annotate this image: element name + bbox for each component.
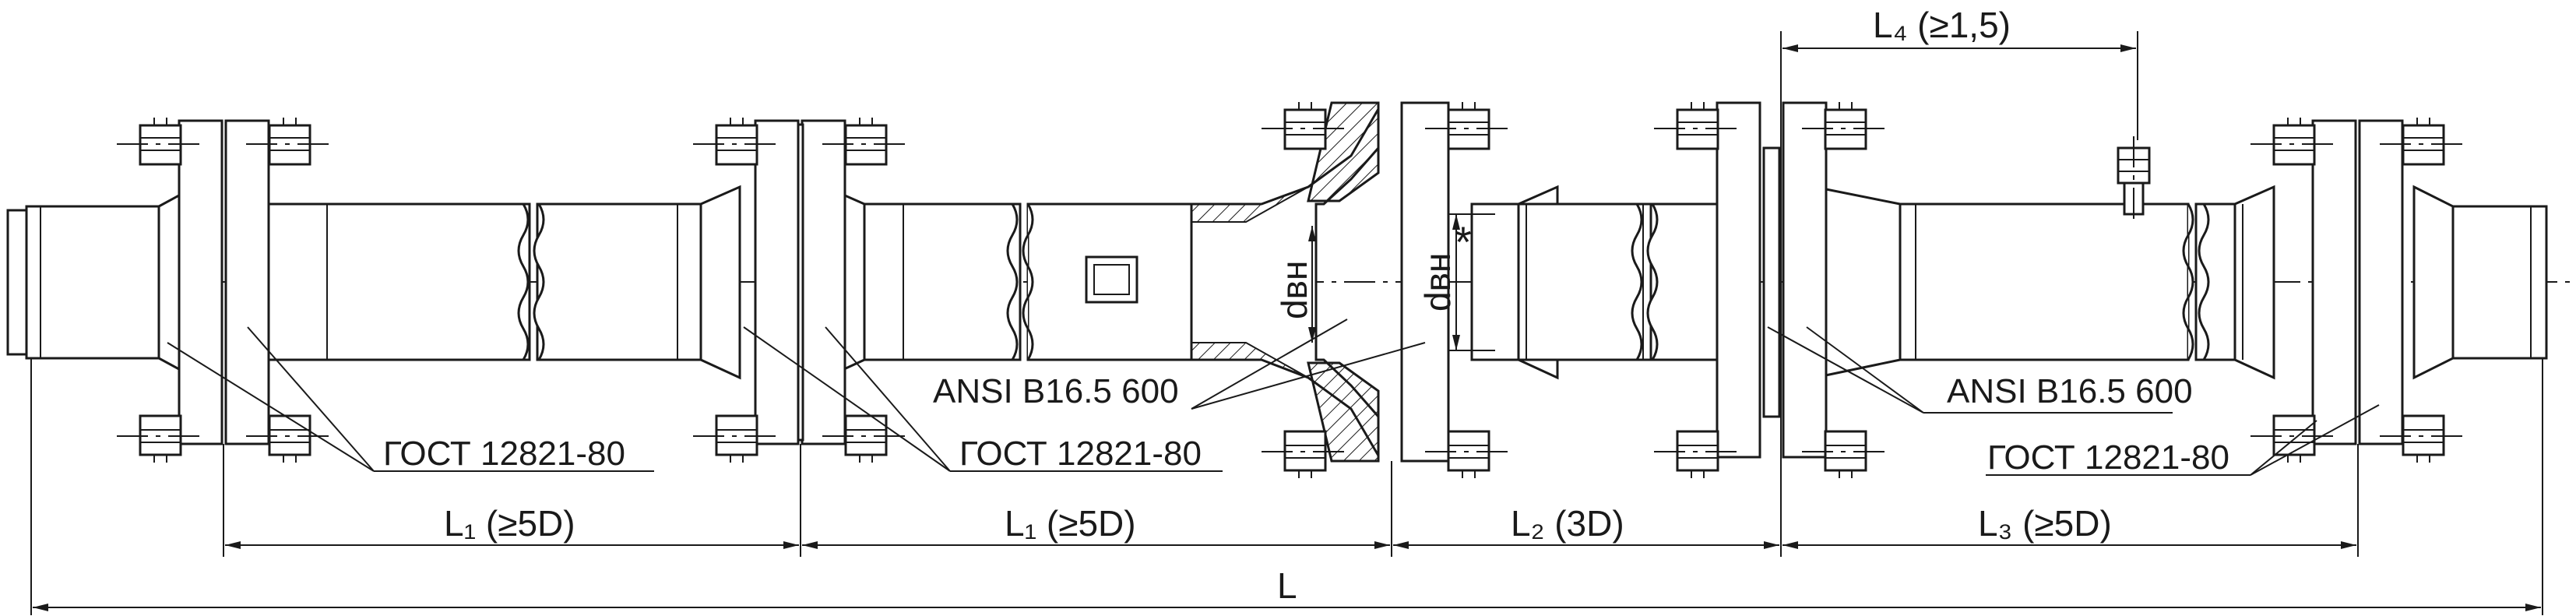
flange-3b — [1782, 101, 1828, 459]
flange-4b — [2358, 119, 2404, 445]
pipe-segment-1a — [263, 202, 531, 361]
flange-1a — [178, 119, 223, 445]
label-gost-3: ГОСТ 12821-80 — [1987, 438, 2229, 477]
dimension-lines — [30, 31, 2543, 615]
bore-dimensions — [1308, 213, 1495, 351]
dim-l-total: L — [1277, 565, 1297, 606]
dim-l2: L₂ (3D) — [1511, 503, 1624, 544]
thermowell-fitting — [2117, 136, 2151, 226]
leader-lines — [167, 319, 2380, 476]
pipe-segment-4a — [1899, 202, 2190, 361]
dim-l4: L₄ (≥1,5) — [1873, 5, 2011, 45]
outlet-stub — [2451, 205, 2548, 360]
inlet-stub — [25, 205, 160, 360]
dim-l3: L₃ (≥5D) — [1978, 503, 2112, 544]
flange-orifice-a — [1400, 101, 1450, 463]
dim-l1-a: L₁ (≥5D) — [444, 503, 575, 544]
pipe-segment-1b — [536, 202, 702, 361]
flange-4a — [2311, 119, 2357, 445]
bore-label-right: dвн — [1417, 253, 1458, 312]
bore-label-left: dвн — [1274, 261, 1314, 319]
pipe-segment-3a — [1517, 202, 1652, 361]
flange-2a — [754, 119, 800, 445]
flange-2b — [801, 119, 846, 445]
dim-l1-b: L₁ (≥5D) — [1005, 503, 1136, 544]
pipe-breaks — [517, 203, 2210, 361]
flange-3a — [1716, 101, 1761, 459]
label-gost-2: ГОСТ 12821-80 — [959, 435, 1202, 473]
label-ansi-2: ANSI B16.5 600 — [1947, 372, 2193, 410]
label-gost-1: ГОСТ 12821-80 — [383, 435, 625, 473]
bore-star: * — [1455, 217, 1472, 266]
pipe-segment-2a — [863, 202, 1022, 361]
label-ansi-1: ANSI B16.5 600 — [933, 372, 1179, 410]
flanges — [178, 101, 2404, 463]
flange-1b — [224, 119, 270, 445]
